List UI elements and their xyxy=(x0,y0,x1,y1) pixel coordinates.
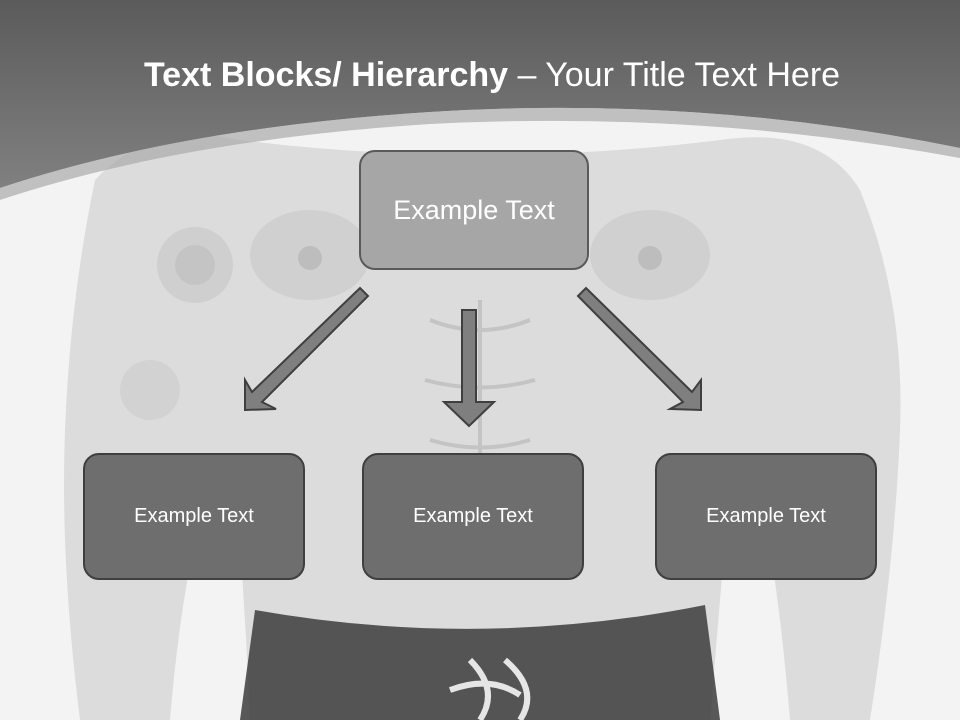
child-node-box-right: Example Text xyxy=(655,453,877,580)
slide-title: Text Blocks/ Hierarchy – Your Title Text… xyxy=(0,52,960,98)
arrow-down-right xyxy=(576,286,702,412)
child-node-box-center: Example Text xyxy=(362,453,584,580)
header-band xyxy=(0,0,960,200)
child-node-box-left: Example Text xyxy=(83,453,305,580)
arrow-down-center xyxy=(441,309,497,428)
arrow-down-left xyxy=(244,286,370,412)
child-node-label: Example Text xyxy=(706,505,826,527)
title-rest: Your Title Text Here xyxy=(545,56,841,94)
child-node-label: Example Text xyxy=(134,505,254,527)
title-bold-part: Text Blocks/ Hierarchy xyxy=(143,56,509,94)
top-node-label: Example Text xyxy=(393,194,555,225)
title-dash: – xyxy=(508,56,546,94)
top-node-box: Example Text xyxy=(359,150,589,270)
child-node-label: Example Text xyxy=(413,505,533,527)
